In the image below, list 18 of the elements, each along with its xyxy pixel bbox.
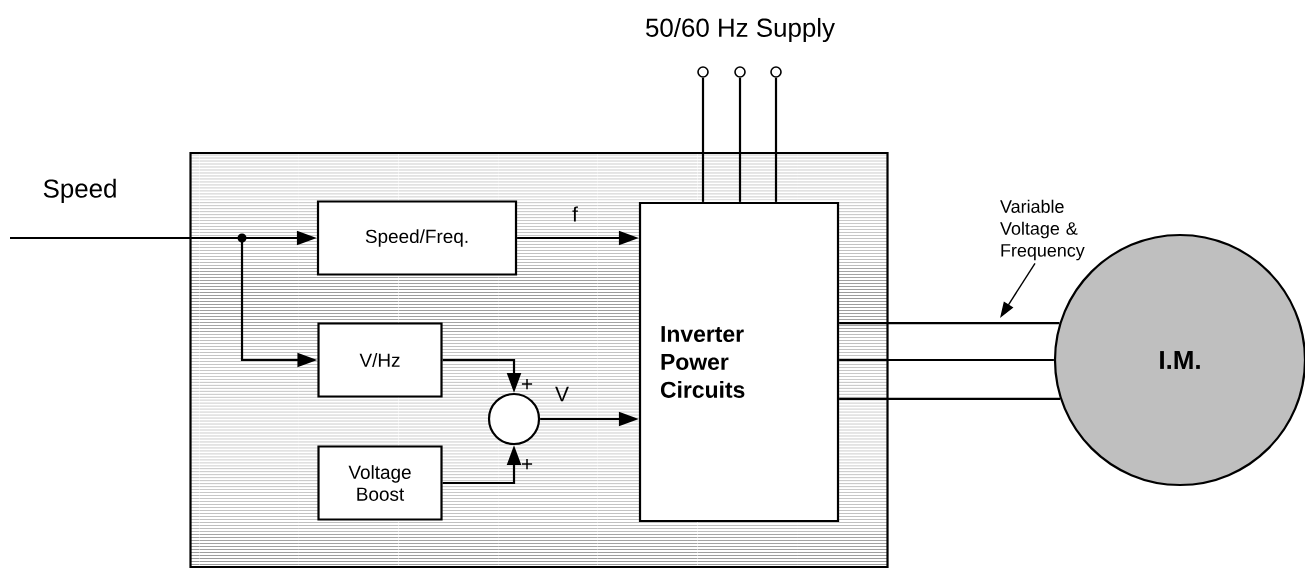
signal-label: f	[572, 206, 578, 222]
connection-line	[839, 322, 1060, 325]
connection-line	[839, 358, 1054, 362]
signal-label: +	[521, 378, 533, 390]
inverter-box: Inverter Power Circuits	[638, 201, 840, 523]
summing-junction	[487, 392, 541, 446]
signal-label: V	[555, 386, 569, 402]
supply-label: 50/60 Hz Supply	[646, 17, 835, 43]
drive-enclosure	[189, 151, 889, 569]
signal-label: +	[521, 458, 533, 470]
connection-line	[738, 77, 742, 202]
input-label: Speed	[43, 178, 116, 203]
connection-line	[774, 77, 778, 202]
process-box: Speed/Freq.	[316, 200, 518, 276]
connection-line	[839, 397, 1061, 401]
process-box: Voltage Boost	[317, 445, 443, 521]
connection-line	[701, 77, 705, 202]
process-box: V/Hz	[317, 322, 443, 398]
